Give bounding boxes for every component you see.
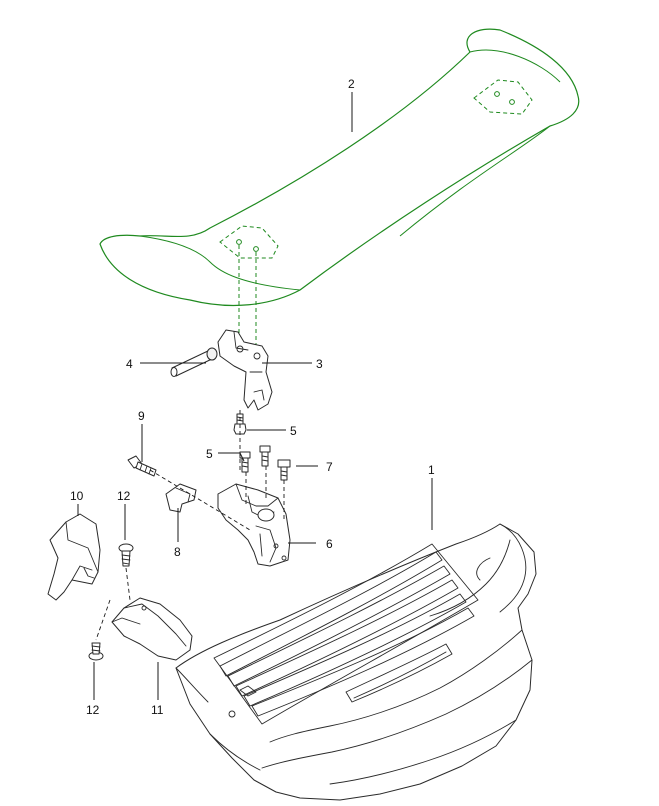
clip-part-8[interactable]	[165, 483, 197, 513]
callout-8: 8	[174, 545, 181, 559]
cover-part-10[interactable]	[47, 513, 101, 601]
callout-6: 6	[326, 537, 333, 551]
bolt-part-5-lower[interactable]	[239, 445, 271, 473]
callout-7: 7	[326, 460, 333, 474]
engine-lid-part-1[interactable]	[175, 523, 537, 801]
callout-5-lower: 5	[206, 447, 213, 461]
callout-1: 1	[428, 463, 435, 477]
side-trim-part-11[interactable]	[111, 597, 193, 661]
bolt-part-9[interactable]	[127, 455, 157, 477]
screw-part-12-lower[interactable]	[88, 642, 104, 661]
callout-2: 2	[348, 77, 355, 91]
callout-10: 10	[70, 489, 84, 503]
spoiler-bracket-part-3[interactable]	[217, 329, 273, 411]
callout-12-lower: 12	[86, 703, 100, 717]
callout-4: 4	[126, 357, 133, 371]
callout-labels: 1 2 3 4 5 5 6 7 8 9 10 12 12 11	[70, 77, 435, 717]
bolt-part-5-upper[interactable]	[233, 413, 247, 435]
screw-part-12-upper[interactable]	[118, 543, 134, 567]
callout-12-upper: 12	[117, 489, 131, 503]
callout-leader-lines	[77, 92, 433, 700]
callout-5-upper: 5	[290, 424, 297, 438]
hinge-assembly-part-6[interactable]	[217, 483, 291, 567]
callout-9: 9	[138, 409, 145, 423]
assembly-guide-lines	[95, 410, 285, 641]
rear-spoiler-part-2[interactable]	[99, 28, 580, 352]
callout-3: 3	[316, 357, 323, 371]
bolt-part-7[interactable]	[277, 459, 291, 481]
callout-11: 11	[151, 703, 164, 717]
pin-part-4[interactable]	[170, 347, 218, 377]
